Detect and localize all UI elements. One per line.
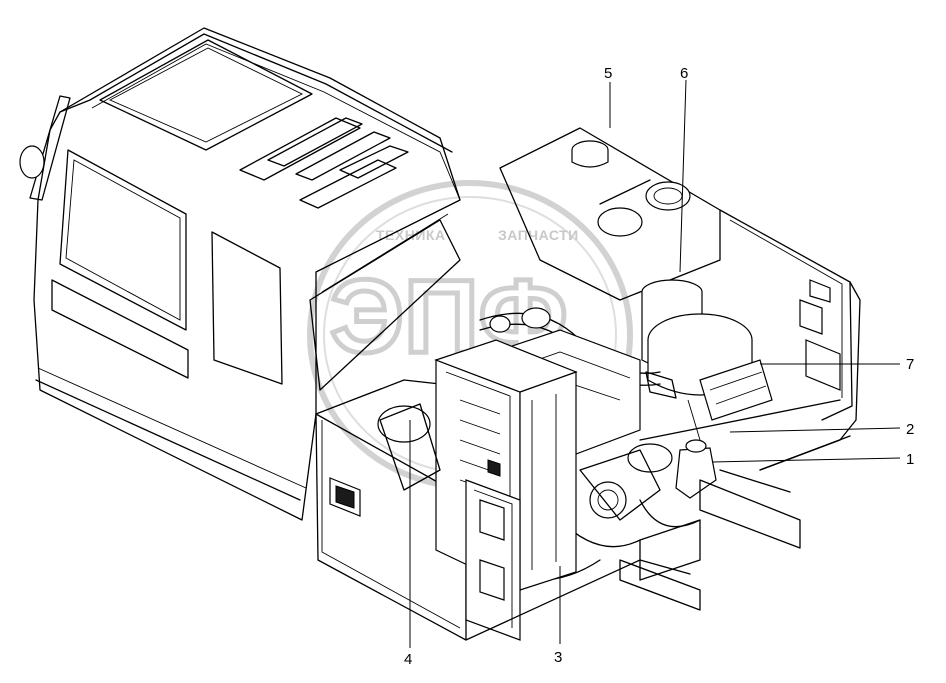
callout-4: 4 <box>404 651 412 668</box>
callout-3: 3 <box>554 649 562 666</box>
callout-7: 7 <box>906 356 914 373</box>
leader-6 <box>679 79 687 273</box>
base-frame <box>465 435 851 641</box>
watermark-text-left: ТЕХНИКА <box>376 227 446 243</box>
callout-1: 1 <box>906 451 914 468</box>
callout-2: 2 <box>906 421 914 438</box>
side-mirror <box>19 145 45 179</box>
tank <box>499 127 721 301</box>
leader-1 <box>711 457 901 463</box>
watermark-text-right: ЗАПЧАСТИ <box>498 227 579 243</box>
operator-cab <box>19 27 461 521</box>
radiator-fins <box>459 399 501 495</box>
rear-frame <box>639 209 861 471</box>
leader-2 <box>729 427 901 433</box>
hydraulic-pump <box>589 481 627 519</box>
muffler <box>675 447 717 499</box>
fan-shroud <box>377 403 521 641</box>
callout-labels: 5 6 7 2 1 4 3 <box>404 65 914 668</box>
callout-5: 5 <box>604 65 612 82</box>
callout-6: 6 <box>680 65 688 82</box>
callout-leaders <box>409 79 901 648</box>
